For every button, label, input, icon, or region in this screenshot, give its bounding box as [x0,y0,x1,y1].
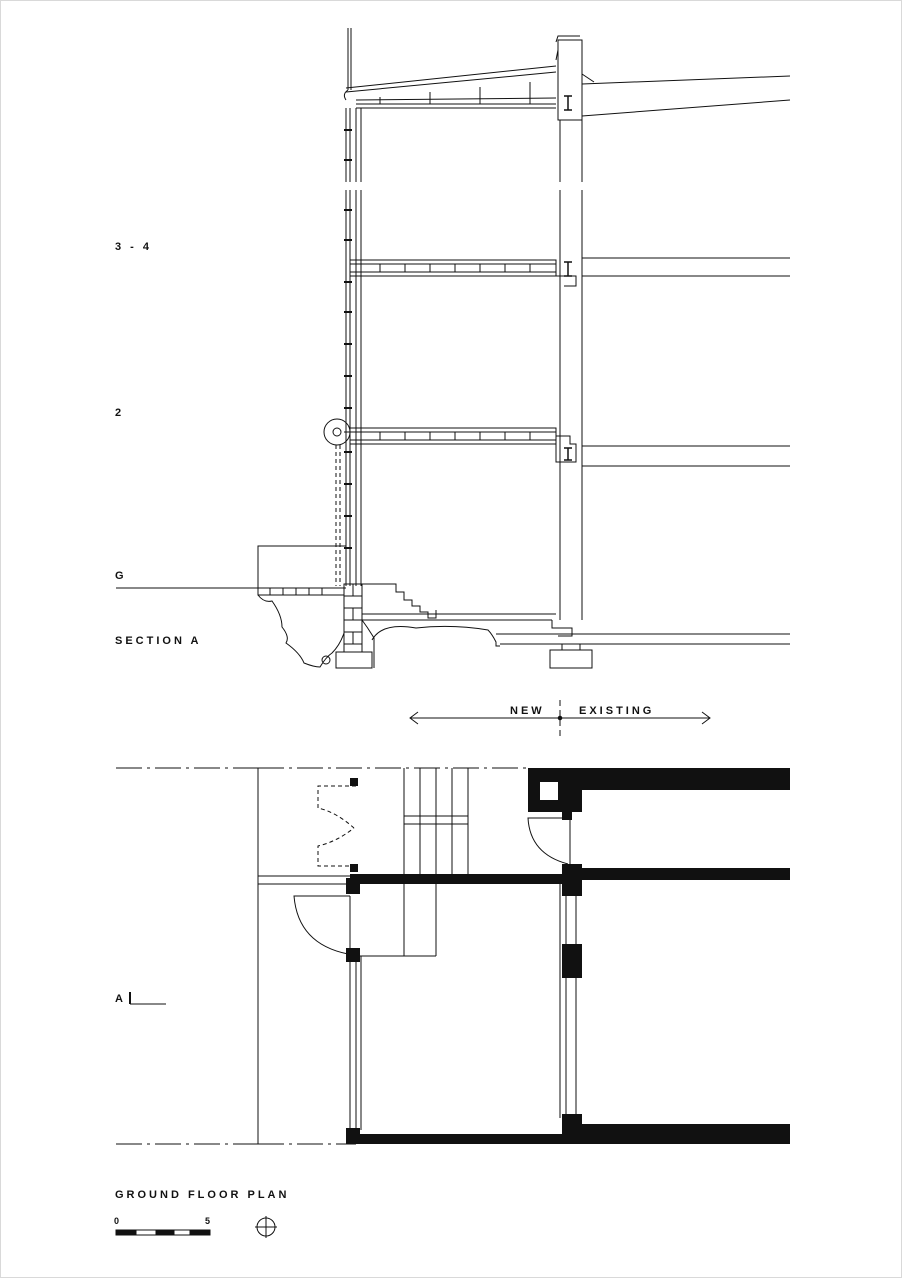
section-a-title: SECTION A [115,635,202,647]
ground-floor-plan-title: GROUND FLOOR PLAN [115,1189,290,1201]
plan-walls [346,768,790,1144]
section-a-drawing [116,28,791,669]
existing-label: EXISTING [579,705,655,717]
plan-section-marker-label: A [115,993,126,1005]
scale-bar [115,1229,211,1236]
new-existing-divider [409,700,711,740]
scale-start-label: 0 [114,1216,120,1226]
north-sign-icon [255,1216,277,1238]
scale-end-label: 5 [205,1216,211,1226]
level-label-g: G [115,570,127,582]
level-label-3-4: 3 - 4 [115,241,153,253]
section-a-marker [129,992,166,1005]
new-label: NEW [510,705,545,717]
ground-floor-plan-drawing [116,767,577,1145]
level-label-2: 2 [115,407,125,419]
